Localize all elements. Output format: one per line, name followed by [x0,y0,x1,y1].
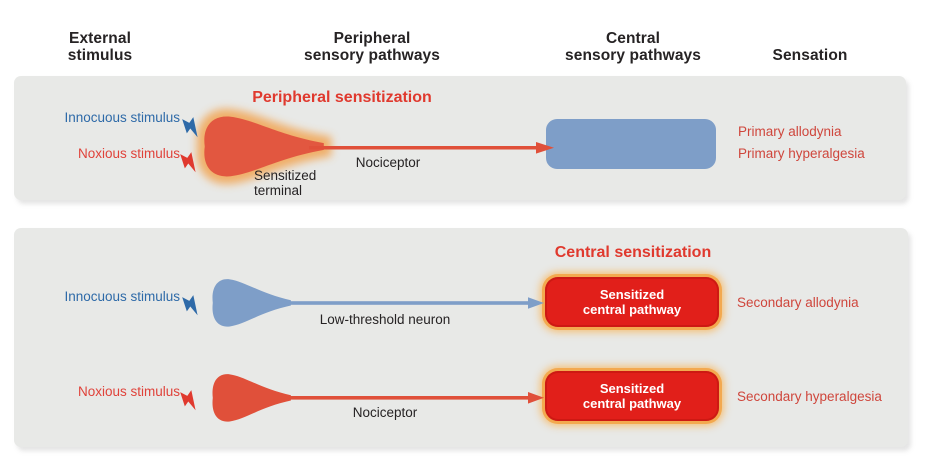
header-line: Central [605,30,661,47]
peripheral-outcomes: Primary allodynia Primary hyperalgesia [738,121,918,165]
lightning-bolt-icon [178,290,206,323]
column-header-central-pathways: Central sensory pathways [527,24,739,64]
header-line: External [69,30,131,47]
header-line: Sensation [772,47,848,64]
caption-line: terminal [254,183,303,198]
nociceptor-axon-label: Nociceptor [355,155,421,170]
sensitized-central-pathway-box: Sensitized central pathway [545,371,719,421]
low-threshold-neuron-label: Low-threshold neuron [319,312,451,327]
outcome-primary-hyperalgesia: Primary hyperalgesia [738,146,865,161]
caption-line: Sensitized [254,168,317,183]
nociceptor-axon-label: Nociceptor [352,405,418,420]
header-line: sensory pathways [304,47,440,64]
outcome-secondary-hyperalgesia: Secondary hyperalgesia [737,389,882,404]
noxious-stimulus-label: Noxious stimulus [77,384,180,399]
box-line: Sensitized [599,287,665,302]
header-line: Peripheral [333,30,411,47]
peripheral-sensitization-title: Peripheral sensitization [252,89,432,106]
box-line: central pathway [582,302,682,317]
outcome-primary-allodynia: Primary allodynia [738,124,842,139]
central-sensitization-title: Central sensitization [554,244,712,261]
lightning-bolt-icon [176,147,204,180]
central-pathway-box-normal [546,119,716,169]
box-line: central pathway [582,396,682,411]
sensitized-terminal-caption: Sensitized terminal [254,168,316,198]
column-header-peripheral-pathways: Peripheral sensory pathways [266,24,478,64]
lightning-bolt-icon [178,112,206,145]
column-header-external-stimulus: External stimulus [30,24,170,64]
column-header-sensation: Sensation [740,24,880,64]
sensitized-central-pathway-box: Sensitized central pathway [545,277,719,327]
header-line: sensory pathways [565,47,701,64]
header-line: stimulus [67,47,133,64]
peripheral-sensitization-panel: Peripheral sensitization Innocuous stimu… [14,76,906,200]
innocuous-stimulus-label: Innocuous stimulus [64,289,180,304]
lightning-bolt-icon [176,385,204,418]
box-line: Sensitized [599,381,665,396]
outcome-secondary-allodynia: Secondary allodynia [737,295,859,310]
innocuous-stimulus-label: Innocuous stimulus [64,110,180,125]
noxious-stimulus-label: Noxious stimulus [77,146,180,161]
central-sensitization-panel: Central sensitization Innocuous stimulus… [14,228,908,447]
